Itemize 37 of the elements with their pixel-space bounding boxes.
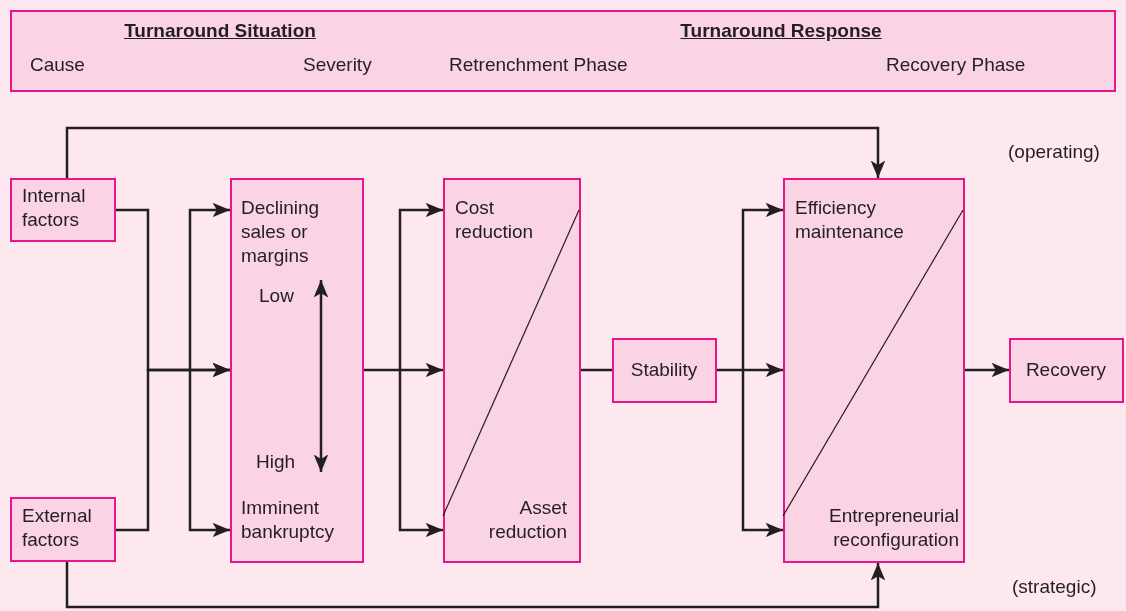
cause-box	[10, 497, 116, 562]
stage-box	[1009, 338, 1124, 403]
section-heading: Turnaround Response	[679, 19, 883, 43]
column-heading: Retrenchment Phase	[449, 53, 629, 77]
phase-box	[783, 178, 965, 563]
box-label: External factors	[22, 504, 93, 552]
box-label: Asset reduction	[487, 496, 567, 544]
column-heading: Severity	[303, 53, 373, 77]
stage-box	[612, 338, 717, 403]
phase-box	[443, 178, 581, 563]
box-label: Entrepreneurial reconfiguration	[828, 504, 959, 552]
severity-box	[230, 178, 364, 563]
arrow	[364, 362, 443, 378]
scale-label: High	[256, 450, 297, 474]
box-label: Imminent bankruptcy	[241, 496, 335, 544]
box-label: Stability	[629, 358, 699, 382]
box-label: Declining sales or margins	[241, 196, 321, 268]
box-label: Cost reduction	[455, 196, 535, 244]
cause-box	[10, 178, 116, 242]
branch-arrow	[741, 202, 783, 538]
arrow	[65, 126, 886, 178]
arrow	[65, 562, 886, 609]
path-label: (operating)	[1008, 140, 1100, 164]
header-band	[10, 10, 1116, 92]
box-label: Internal factors	[22, 184, 87, 232]
arrow	[965, 362, 1009, 378]
box-label: Efficiency maintenance	[795, 196, 905, 244]
column-heading: Recovery Phase	[886, 53, 1027, 77]
path-label: (strategic)	[1012, 575, 1097, 599]
branch-arrow	[398, 202, 443, 538]
arrow	[717, 362, 783, 378]
box-label: Recovery	[1024, 358, 1108, 382]
column-heading: Cause	[30, 53, 86, 77]
branch-arrow	[188, 202, 230, 538]
arrow	[116, 362, 230, 532]
section-heading: Turnaround Situation	[123, 19, 317, 43]
scale-label: Low	[259, 284, 295, 308]
